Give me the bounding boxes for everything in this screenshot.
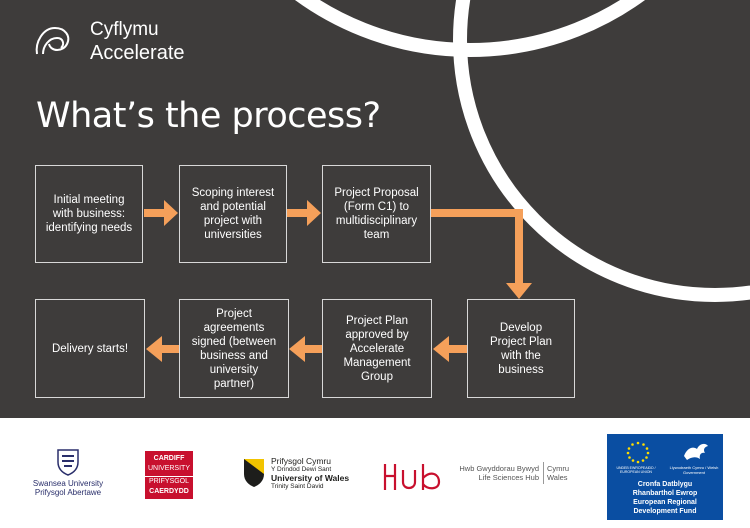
eu-label: UNDEB EWROPEAIDD / EUROPEAN UNION — [616, 466, 656, 474]
partner-logos-bar: Swansea University Prifysgol Abertawe CA… — [0, 418, 750, 528]
erdf-logo: UNDEB EWROPEAIDD / EUROPEAN UNION Llywod… — [607, 434, 723, 520]
dark-header-panel: Cyflymu Accelerate What’s the process? — [0, 0, 750, 418]
life-sciences-hub-logo: Hwb Gwyddorau Bywyd Life Sciences Hub Cy… — [381, 456, 581, 496]
arrow-down-elbow-icon — [431, 209, 532, 299]
cardiff-name-2: UNIVERSITY — [147, 465, 190, 472]
erdf-name-1: Cronfa Datblygu — [637, 481, 693, 488]
arrow-left-icon — [146, 336, 180, 362]
uwtsd-name-2: Y Drindod Dewi Sant — [271, 466, 332, 473]
erdf-name-2: Rhanbarthol Ewrop — [632, 490, 698, 497]
step-3-box: Project Proposal (Form C1) to multidisci… — [322, 165, 431, 263]
cardiff-university-logo: CARDIFF UNIVERSITY PRIFYSGOL CAERDYDD — [145, 451, 193, 499]
arrow-right-icon — [287, 200, 321, 226]
welsh-gov-label: Llywodraeth Cymru / Welsh Government — [669, 465, 719, 475]
swansea-name-cy: Prifysgol Abertawe — [34, 488, 102, 497]
hub-country-cy: Cymru — [547, 464, 570, 473]
hub-name-cy: Hwb Gwyddorau Bywyd — [459, 464, 539, 473]
cardiff-name-4: CAERDYDD — [149, 488, 189, 495]
swansea-university-logo: Swansea University Prifysgol Abertawe — [22, 448, 114, 497]
page-title: What’s the process? — [36, 96, 381, 136]
erdf-name-3: European Regional — [633, 499, 697, 506]
cardiff-name-3: PRIFYSGOL — [145, 476, 193, 487]
hub-name-en: Life Sciences Hub — [478, 473, 539, 482]
step-5-box: Project Plan approved by Accelerate Mana… — [322, 299, 432, 398]
uwtsd-shield-icon — [244, 459, 264, 487]
hub-mark-icon — [383, 464, 441, 490]
hub-country-en: Wales — [547, 473, 568, 482]
arrow-left-icon — [289, 336, 323, 362]
welsh-dragon-icon — [684, 443, 708, 460]
arrow-left-icon — [433, 336, 467, 362]
uwtsd-name-4: Trinity Saint David — [271, 483, 324, 490]
uwtsd-name-1: Prifysgol Cymru — [271, 456, 331, 466]
step-6-box: Project agreements signed (between busin… — [179, 299, 289, 398]
brand-name-english: Accelerate — [90, 42, 185, 64]
process-arrows — [144, 200, 532, 362]
step-1-box: Initial meeting with business: identifyi… — [35, 165, 143, 263]
step-7-box: Delivery starts! — [35, 299, 145, 398]
step-2-box: Scoping interest and potential project w… — [179, 165, 287, 263]
arrow-right-icon — [144, 200, 178, 226]
decorative-circle-lines — [295, 0, 750, 302]
brand-name-welsh: Cyflymu — [90, 19, 159, 40]
step-4-box: Develop Project Plan with the business — [467, 299, 575, 398]
cyflymu-logo-icon — [35, 26, 70, 55]
eu-flag-icon — [617, 438, 659, 466]
uwtsd-name-3: University of Wales — [271, 473, 350, 483]
swansea-name-en: Swansea University — [32, 479, 104, 488]
erdf-name-4: Development Fund — [633, 508, 697, 515]
cardiff-name-1: CARDIFF — [153, 455, 185, 462]
swansea-crest-icon — [57, 449, 79, 476]
